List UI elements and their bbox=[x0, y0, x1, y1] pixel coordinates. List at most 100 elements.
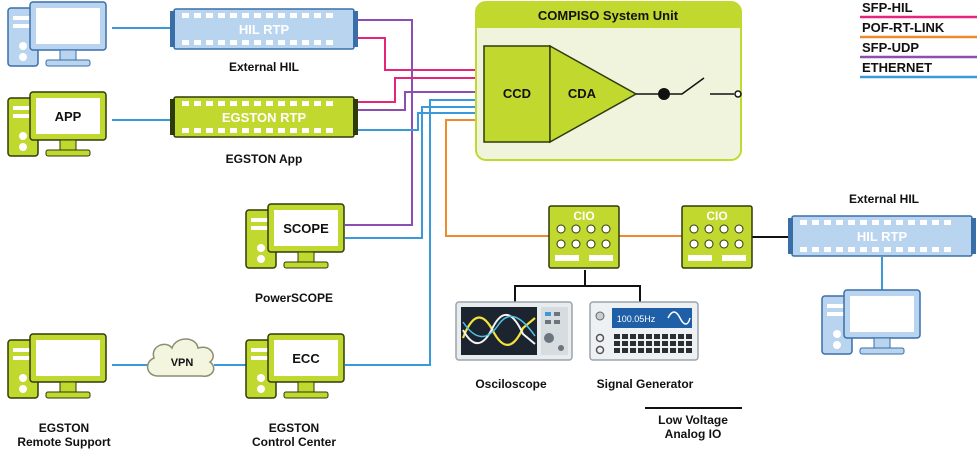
cio-label: CIO bbox=[706, 209, 727, 223]
system-unit-title: COMPISO System Unit bbox=[538, 8, 679, 23]
remote-caption-line2: Remote Support bbox=[17, 435, 110, 449]
osc-wave-white bbox=[462, 314, 536, 345]
rack-port bbox=[824, 220, 831, 225]
siggen-key bbox=[622, 341, 628, 346]
rack-port bbox=[230, 128, 237, 133]
pc-power-icon bbox=[19, 42, 27, 50]
pc-top-left bbox=[7, 1, 107, 67]
pc-power-icon bbox=[257, 255, 265, 263]
cio-connector bbox=[734, 239, 744, 249]
cio-connector bbox=[689, 224, 699, 234]
pc-base bbox=[45, 59, 91, 67]
switch-icon bbox=[670, 77, 734, 95]
pc-base bbox=[45, 391, 91, 399]
rack-port bbox=[194, 101, 201, 106]
rack-port bbox=[194, 40, 201, 45]
pc-screen bbox=[36, 98, 100, 134]
rack-port bbox=[860, 247, 867, 252]
cio-connector bbox=[689, 239, 699, 249]
pc-power-icon bbox=[833, 330, 841, 338]
rack-port bbox=[218, 13, 225, 18]
oscilloscope: Osciloscope bbox=[455, 301, 573, 391]
rack-port bbox=[266, 13, 273, 18]
osc-btn-3 bbox=[545, 320, 551, 324]
siggen-key bbox=[662, 334, 668, 339]
rack-port bbox=[242, 13, 249, 18]
rack-port bbox=[242, 128, 249, 133]
rack-port bbox=[824, 247, 831, 252]
connections bbox=[112, 19, 883, 366]
cio-body bbox=[681, 205, 753, 269]
pc-drive bbox=[13, 356, 33, 360]
cio-port bbox=[722, 255, 746, 261]
osc-wave-cyan bbox=[462, 315, 536, 338]
pc-power-icon bbox=[833, 341, 841, 349]
rack-port bbox=[326, 128, 333, 133]
osc-knob-1 bbox=[544, 333, 554, 343]
siggen-key bbox=[646, 334, 652, 339]
siggen-key bbox=[646, 348, 652, 353]
rack-port bbox=[908, 247, 915, 252]
cio-connector bbox=[571, 224, 581, 234]
rack-port bbox=[932, 247, 939, 252]
rack-port bbox=[218, 128, 225, 133]
siggen-key bbox=[686, 334, 692, 339]
pc-power-icon bbox=[19, 143, 27, 151]
rack-port bbox=[254, 128, 261, 133]
pc-power-icon bbox=[257, 385, 265, 393]
rack-port bbox=[242, 40, 249, 45]
rack-port bbox=[302, 101, 309, 106]
siggen-key bbox=[622, 348, 628, 353]
siggen-key bbox=[678, 348, 684, 353]
rack-port bbox=[848, 220, 855, 225]
cio-port bbox=[555, 255, 579, 261]
black-line-cio-osc bbox=[514, 270, 586, 302]
signal-generator: 100.05Hz Signal Generator bbox=[589, 301, 699, 391]
pc-remote bbox=[7, 333, 107, 399]
rack-port bbox=[812, 247, 819, 252]
rack-port bbox=[194, 13, 201, 18]
siggen-power bbox=[595, 311, 605, 321]
pc-stand bbox=[59, 139, 77, 151]
vpn-cloud: VPN bbox=[146, 338, 215, 377]
low-voltage-line2: Analog IO bbox=[665, 427, 722, 441]
pc-scope: SCOPE bbox=[245, 203, 345, 269]
rack-port bbox=[314, 128, 321, 133]
rack-port bbox=[182, 101, 189, 106]
rack-port bbox=[302, 128, 309, 133]
pc-stand bbox=[59, 49, 77, 61]
rack-port bbox=[266, 128, 273, 133]
low-voltage-legend: Low Voltage Analog IO bbox=[645, 407, 742, 441]
cio-connector bbox=[734, 224, 744, 234]
ethernet-line-ecc bbox=[345, 99, 480, 366]
rack-ear-right bbox=[353, 99, 358, 135]
pc-stand bbox=[59, 381, 77, 393]
rack-port bbox=[278, 40, 285, 45]
rack-port bbox=[848, 247, 855, 252]
cio-connector bbox=[719, 224, 729, 234]
rack-port bbox=[278, 13, 285, 18]
cio-connector bbox=[601, 224, 611, 234]
cda-label: CDA bbox=[568, 86, 597, 101]
pc-screen bbox=[36, 340, 100, 376]
rack-ear-right bbox=[353, 11, 358, 47]
rack-port bbox=[290, 128, 297, 133]
rack-ear-left bbox=[788, 218, 793, 254]
rack-port bbox=[302, 40, 309, 45]
rack-port bbox=[896, 247, 903, 252]
rack-port bbox=[206, 128, 213, 133]
rack-port bbox=[884, 247, 891, 252]
cio-connector bbox=[719, 239, 729, 249]
hil-rtp-top-caption: External HIL bbox=[229, 60, 299, 74]
rack-port bbox=[206, 101, 213, 106]
pc-base bbox=[859, 347, 905, 355]
terminal-icon bbox=[734, 90, 742, 98]
siggen-key bbox=[670, 341, 676, 346]
osc-btn-4 bbox=[554, 320, 560, 324]
pc-power-icon bbox=[257, 244, 265, 252]
rack-ear-left bbox=[170, 99, 175, 135]
pc-app: APP bbox=[7, 91, 107, 157]
rack-port bbox=[242, 101, 249, 106]
cloud-icon bbox=[146, 338, 215, 377]
cda-block bbox=[549, 44, 638, 144]
